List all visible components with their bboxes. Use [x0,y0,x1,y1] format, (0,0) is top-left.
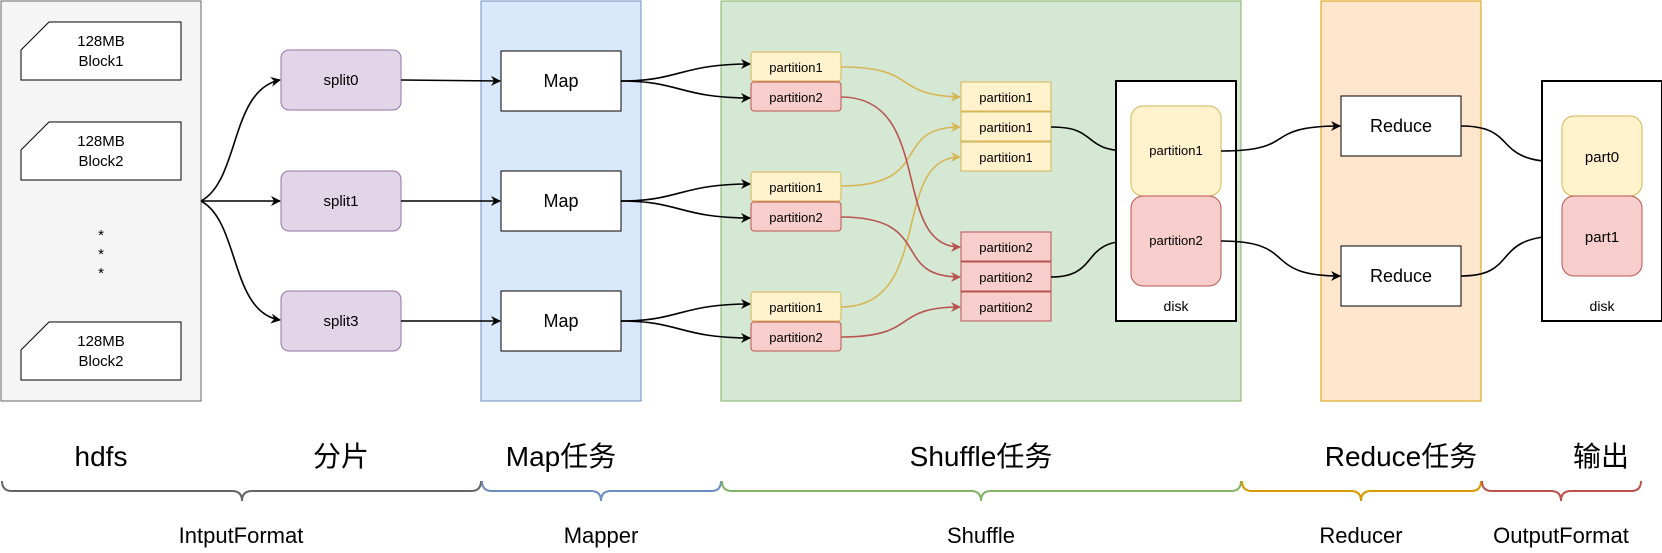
reduce-to-output-arrows [1460,125,1562,277]
brace-output [1481,480,1642,502]
hdfs-block-2: 128MB Block2 [20,121,182,181]
svg-text:partition2: partition2 [769,90,822,105]
phase-braces [1,480,1642,502]
stage-labels: hdfs 分片 Map任务 Shuffle任务 Reduce任务 输出 [75,441,1629,472]
map-box-2: Map [500,170,622,232]
merged-partition2-group: partition2 partition2 partition2 [960,231,1052,322]
disk-partition1: partition1 [1149,143,1202,158]
hdfs-block-3: 128MB Block2 [20,321,182,381]
hdfs-to-split-arrows [200,76,281,324]
map1-partition2: partition2 [750,81,842,112]
svg-text:*: * [98,265,104,282]
block-size: 128MB [77,133,125,150]
map2-partition1: partition1 [750,171,842,202]
block-size: 128MB [77,33,125,50]
svg-text:partition1: partition1 [769,300,822,315]
svg-text:partition2: partition2 [979,240,1032,255]
split-3: split3 [280,290,402,352]
block-name: Block2 [78,353,123,370]
shuffle-disk: partition1 partition2 disk [1115,80,1237,322]
map1-partition1: partition1 [750,51,842,82]
svg-text:partition1: partition1 [769,60,822,75]
stage-reduce: Reduce任务 [1325,441,1478,472]
svg-text:split0: split0 [323,72,358,89]
stage-hdfs: hdfs [75,441,128,472]
svg-text:partition2: partition2 [979,270,1032,285]
phase-shuffle: Shuffle [947,523,1015,548]
output-disk: part0 part1 disk [1541,80,1662,322]
svg-text:partition1: partition1 [979,120,1032,135]
map3-partition1: partition1 [750,291,842,322]
block-name: Block2 [78,153,123,170]
map-partitions: partition1 partition2 partition1 partiti… [750,51,842,352]
svg-text:partition2: partition2 [769,330,822,345]
output-part0: part0 [1585,149,1619,166]
brace-reducer [1241,480,1482,502]
svg-text:partition2: partition2 [769,210,822,225]
reduce-box-1: Reduce [1340,95,1462,157]
phase-input: IntputFormat [179,523,304,548]
svg-text:Map: Map [543,311,578,331]
map2-partition2: partition2 [750,201,842,232]
brace-shuffle [721,480,1242,502]
hdfs-ellipsis: * * * [98,227,104,282]
block-name: Block1 [78,53,123,70]
map-box-1: Map [500,50,622,112]
merged-partition1-group: partition1 partition1 partition1 [960,81,1052,172]
block-size: 128MB [77,333,125,350]
map-to-partition-arrows [620,59,751,343]
phase-labels: IntputFormat Mapper Shuffle Reducer Outp… [179,523,1629,548]
svg-text:partition2: partition2 [979,300,1032,315]
svg-text:Map: Map [543,71,578,91]
svg-text:partition1: partition1 [979,150,1032,165]
output-disk-label: disk [1590,298,1616,314]
svg-text:partition1: partition1 [979,90,1032,105]
stage-output: 输出 [1573,441,1629,472]
disk-label: disk [1164,298,1190,314]
stage-split: 分片 [313,441,369,472]
shuffle-partition1-edges [840,66,961,308]
svg-text:partition1: partition1 [769,180,822,195]
brace-mapper [481,480,722,502]
split-1: split1 [280,170,402,232]
phase-reducer: Reducer [1319,523,1402,548]
hdfs-block-1: 128MB Block1 [20,21,182,81]
svg-text:Reduce: Reduce [1370,266,1432,286]
svg-text:*: * [98,227,104,244]
svg-text:Reduce: Reduce [1370,116,1432,136]
split-0: split0 [280,49,402,111]
map-box-3: Map [500,290,622,352]
disk-to-reduce-arrows [1220,121,1341,281]
output-part1: part1 [1585,229,1619,246]
shuffle-partition2-edges [840,96,961,338]
svg-text:split1: split1 [323,193,358,210]
disk-partition2: partition2 [1149,233,1202,248]
stage-shuffle: Shuffle任务 [910,441,1053,472]
map3-partition2: partition2 [750,321,842,352]
reducer-container [1320,0,1482,402]
svg-text:*: * [98,246,104,263]
svg-text:Map: Map [543,191,578,211]
phase-output: OutputFormat [1493,523,1629,548]
phase-mapper: Mapper [564,523,639,548]
stage-map: Map任务 [506,441,616,472]
split-to-map-arrows [400,75,501,326]
svg-text:split3: split3 [323,313,358,330]
brace-input [1,480,482,502]
reduce-box-2: Reduce [1340,245,1462,307]
